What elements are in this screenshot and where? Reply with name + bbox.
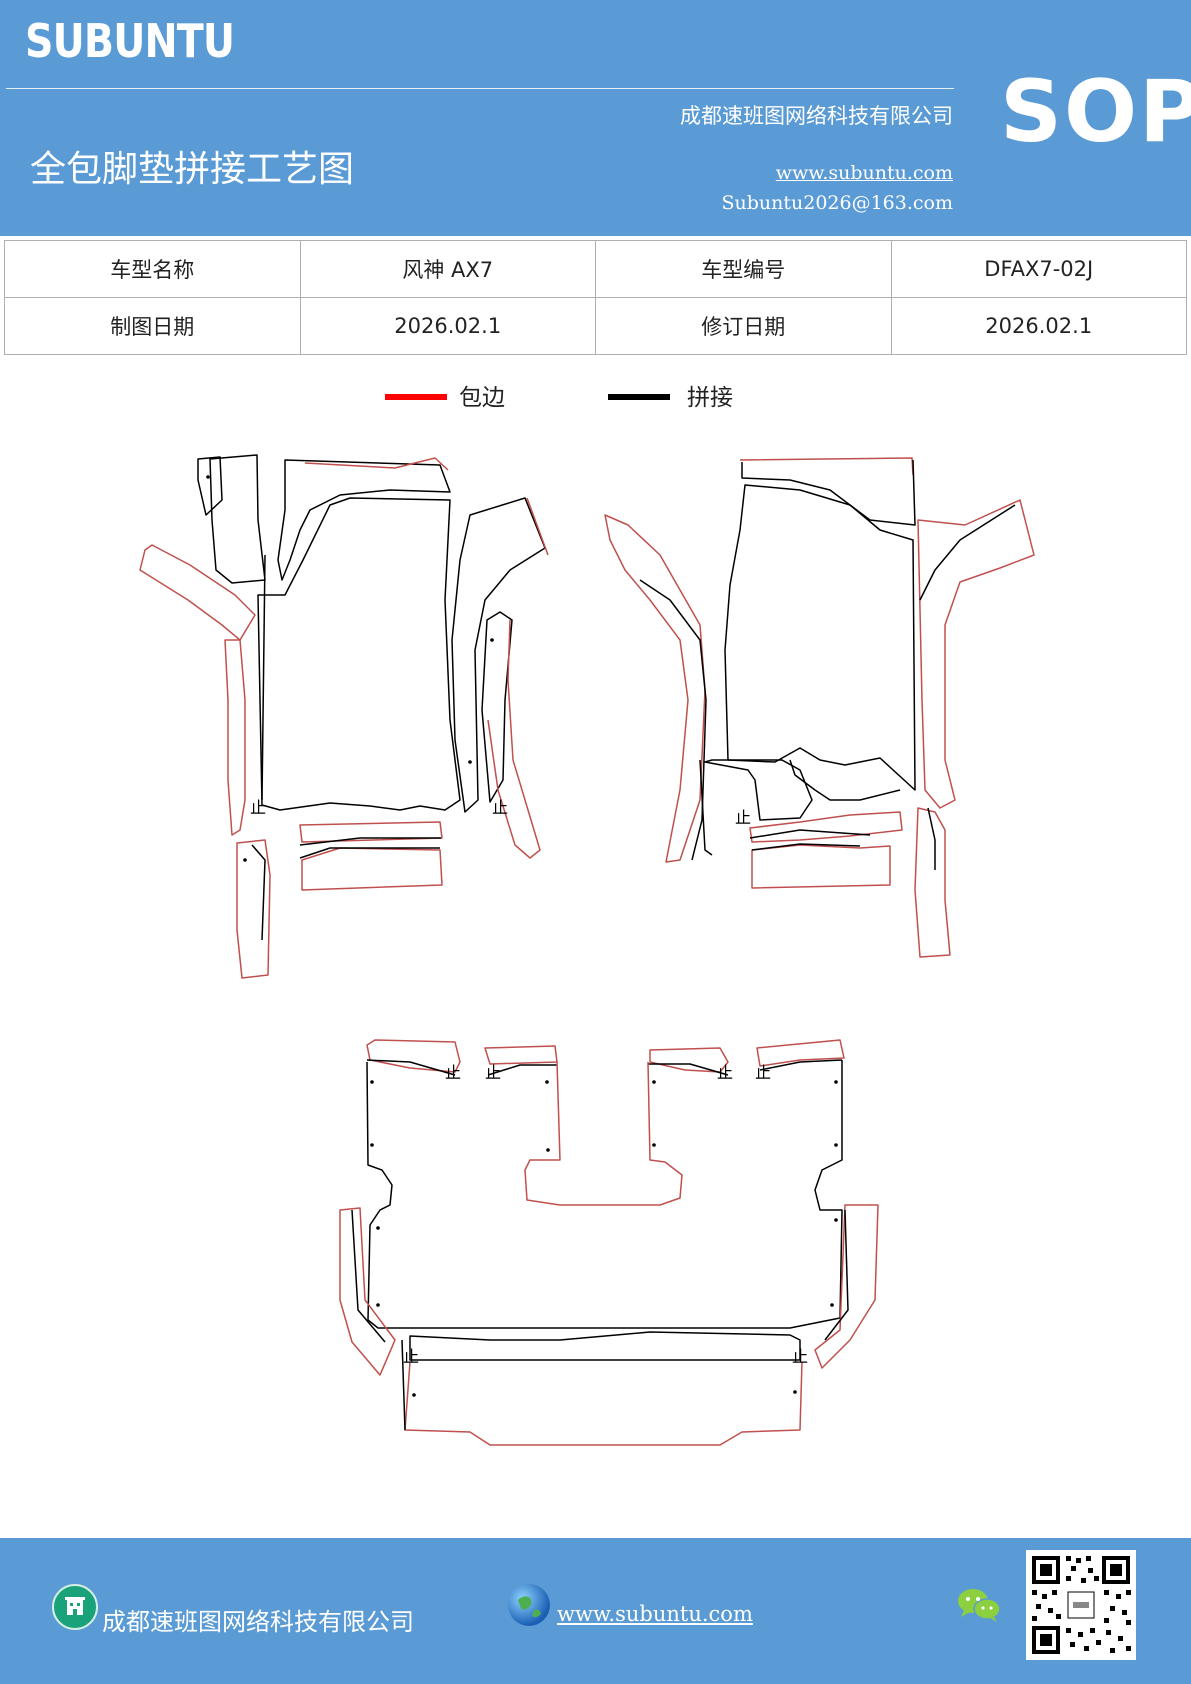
draw-date-label: 制图日期	[4, 297, 301, 355]
table-row: 车型名称 风神 AX7 车型编号 DFAX7-02J	[4, 240, 1187, 298]
building-icon	[52, 1584, 98, 1630]
svg-text:止: 止	[755, 1063, 771, 1082]
globe-icon	[508, 1584, 550, 1626]
website-link[interactable]: www.subuntu.com	[775, 162, 953, 184]
footer-company-name: 成都速班图网络科技有限公司	[102, 1608, 414, 1636]
svg-text:止: 止	[492, 798, 508, 817]
seam-swatch	[608, 394, 670, 400]
wechat-icon[interactable]	[956, 1586, 1002, 1624]
svg-text:止: 止	[792, 1347, 808, 1366]
svg-text:止: 止	[445, 1063, 461, 1082]
edge-label: 包边	[459, 385, 505, 411]
vehicle-info-table: 车型名称 风神 AX7 车型编号 DFAX7-02J 制图日期 2026.02.…	[4, 240, 1187, 355]
svg-text:止: 止	[485, 1063, 501, 1082]
header-divider	[6, 88, 954, 89]
model-code-value: DFAX7-02J	[890, 240, 1187, 298]
seam-label: 拼接	[687, 385, 733, 411]
revision-date-label: 修订日期	[595, 297, 892, 355]
qr-code-icon	[1026, 1550, 1136, 1660]
sop-label: SOP	[1000, 62, 1191, 162]
front-right-mat-pieces: 止	[604, 457, 1035, 958]
table-row: 制图日期 2026.02.1 修订日期 2026.02.1	[4, 297, 1187, 355]
model-name-label: 车型名称	[4, 240, 301, 298]
svg-text:止: 止	[403, 1347, 419, 1366]
revision-date-value: 2026.02.1	[890, 297, 1187, 355]
footer-banner: 成都速班图网络科技有限公司 www.subuntu.com	[0, 1538, 1191, 1684]
mat-pattern-drawing: 止 止 止	[139, 454, 1035, 1446]
model-name-value: 风神 AX7	[299, 240, 596, 298]
document-title: 全包脚垫拼接工艺图	[30, 149, 355, 190]
company-name: 成都速班图网络科技有限公司	[680, 104, 953, 128]
rear-mat-pieces: 止 止 止 止 止 止	[339, 1039, 879, 1446]
draw-date-value: 2026.02.1	[299, 297, 596, 355]
footer-website-link[interactable]: www.subuntu.com	[557, 1602, 753, 1626]
edge-swatch	[385, 394, 447, 400]
svg-text:止: 止	[250, 798, 266, 817]
front-left-mat-pieces: 止 止	[139, 454, 549, 979]
svg-text:止: 止	[717, 1063, 733, 1082]
email-address: Subuntu2026@163.com	[721, 192, 953, 214]
header-banner: SUBUNTU SOP 成都速班图网络科技有限公司 全包脚垫拼接工艺图 www.…	[0, 0, 1191, 236]
svg-text:止: 止	[735, 808, 751, 827]
model-code-label: 车型编号	[595, 240, 892, 298]
brand-logo: SUBUNTU	[25, 14, 235, 68]
